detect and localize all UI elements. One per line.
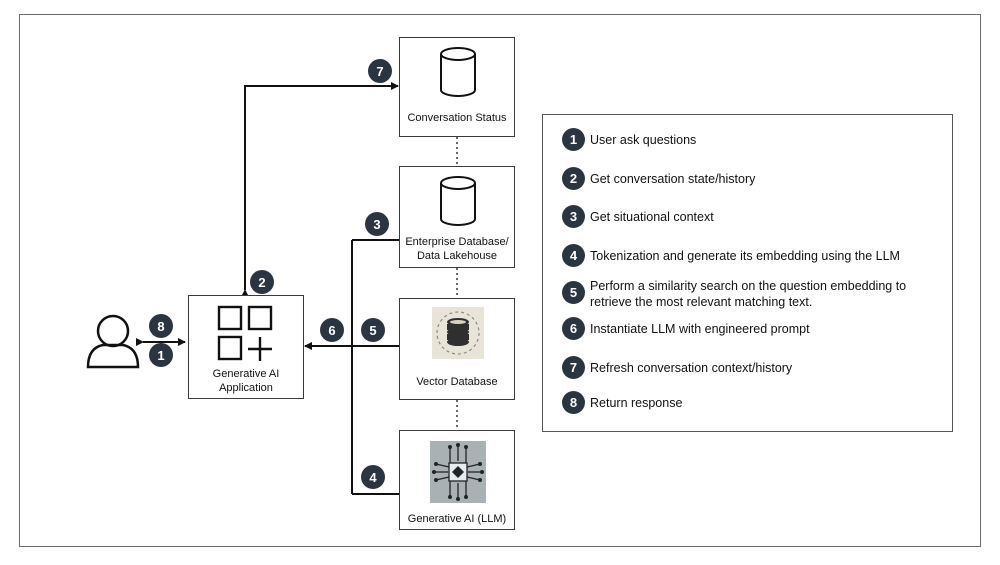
database-icon — [440, 47, 476, 97]
step-badge-6: 6 — [320, 318, 344, 342]
legend-badge-1: 1 — [562, 128, 585, 151]
ai-chip-icon — [430, 441, 486, 503]
legend-text-1: User ask questions — [590, 133, 697, 147]
step-badge-5: 5 — [361, 318, 385, 342]
llm-label: Generative AI (LLM) — [407, 513, 507, 525]
legend-text-2: Get conversation state/history — [590, 172, 756, 186]
app-label: Generative AI Application — [212, 368, 280, 394]
vector-database-icon — [432, 307, 484, 359]
legend-badge-6: 6 — [562, 317, 585, 340]
legend-badge-5: 5 — [562, 281, 585, 304]
legend-box: 1 User ask questions 2 Get conversation … — [542, 114, 953, 432]
legend-badge-4: 4 — [562, 244, 585, 267]
step-badge-2: 2 — [250, 270, 274, 294]
arrow-app-conversation — [241, 82, 399, 297]
legend-badge-8: 8 — [562, 391, 585, 414]
legend-text-5a: Perform a similarity search on the quest… — [590, 279, 907, 293]
llm-box: Generative AI (LLM) — [399, 430, 515, 530]
legend-text-7: Refresh conversation context/history — [590, 361, 793, 375]
step-badge-7: 7 — [368, 59, 392, 83]
enterprise-label-line1: Enterprise Database/ — [405, 236, 509, 248]
step-badge-4: 4 — [361, 465, 385, 489]
step-badge-8: 8 — [149, 314, 173, 338]
database-icon — [440, 176, 476, 226]
legend-text-6: Instantiate LLM with engineered prompt — [590, 322, 810, 336]
step-badge-1: 1 — [149, 343, 173, 367]
app-box: Generative AI Application — [188, 295, 304, 399]
legend-text-4: Tokenization and generate its embedding … — [590, 249, 900, 263]
enterprise-box: Enterprise Database/ Data Lakehouse — [399, 166, 515, 268]
legend-badge-7: 7 — [562, 356, 585, 379]
legend-text-3: Get situational context — [590, 210, 714, 224]
app-grid-icon — [217, 305, 273, 361]
enterprise-label-line2: Data Lakehouse — [416, 250, 498, 262]
conversation-box: Conversation Status — [399, 37, 515, 137]
legend-text-5b: retrieve the most relevant matching text… — [590, 295, 813, 309]
legend-badge-2: 2 — [562, 167, 585, 190]
step-badge-3: 3 — [365, 212, 389, 236]
conversation-label: Conversation Status — [407, 112, 507, 124]
diagram-frame — [19, 14, 981, 547]
user-icon — [86, 314, 140, 369]
vector-label: Vector Database — [416, 376, 498, 388]
vector-box: Vector Database — [399, 298, 515, 400]
legend-badge-3: 3 — [562, 205, 585, 228]
legend-text-8: Return response — [590, 396, 683, 410]
